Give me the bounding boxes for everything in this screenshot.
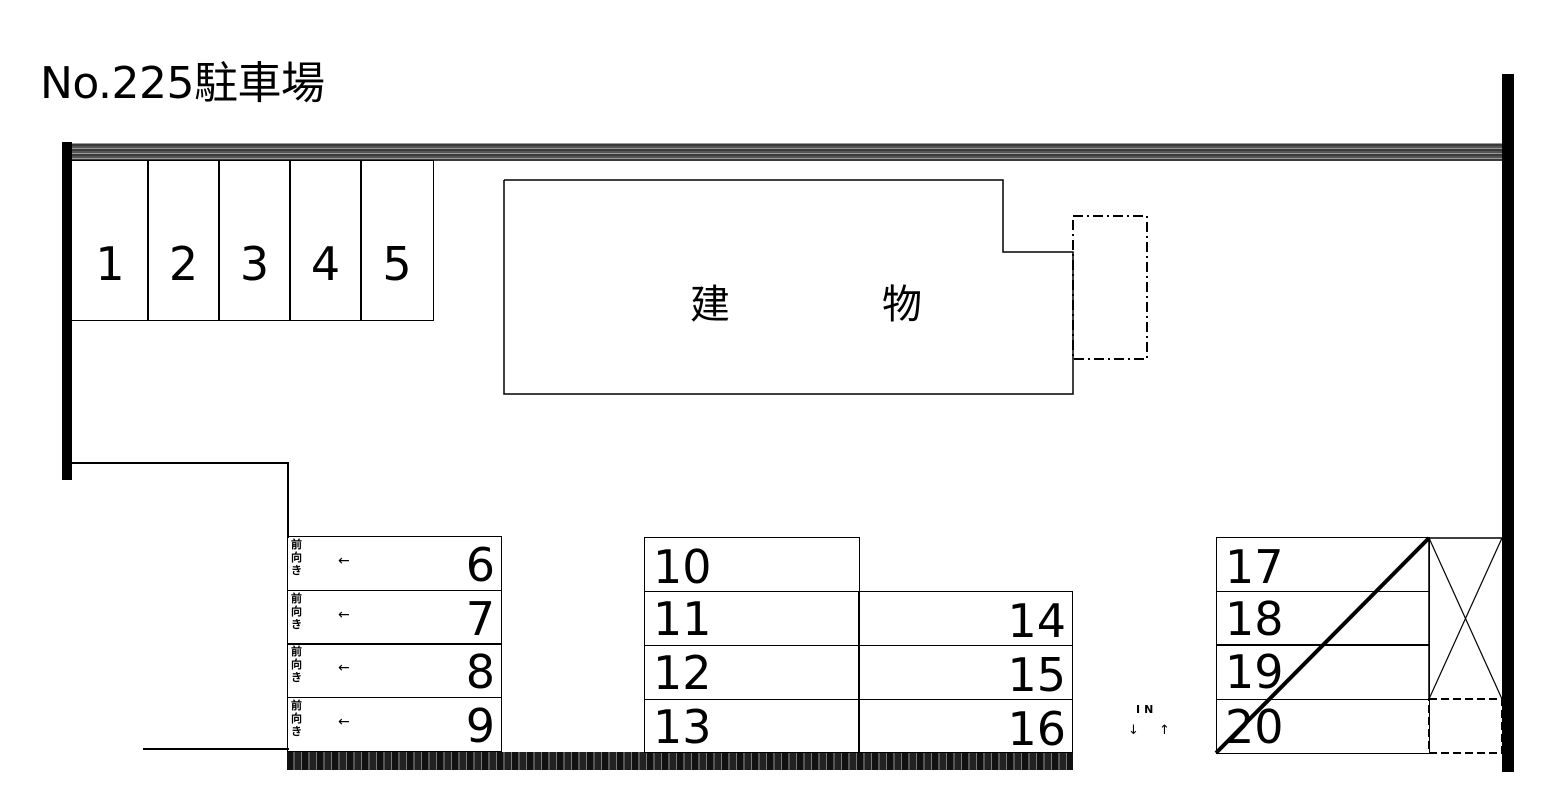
- top-wall: [72, 143, 1504, 161]
- space-number: 12: [653, 646, 712, 700]
- parking-space-4[interactable]: 4: [289, 160, 362, 321]
- left-arrow-icon: ←: [338, 607, 350, 623]
- space-number: 15: [1007, 648, 1066, 702]
- parking-space-9[interactable]: 前 向 き ← 9: [287, 697, 502, 752]
- space-number: 6: [465, 538, 495, 592]
- space-number: 20: [1225, 700, 1284, 754]
- middle-left-spaces: 10 11 12 13: [644, 537, 860, 753]
- space-number: 3: [239, 237, 270, 291]
- left-arrow-icon: ←: [338, 714, 350, 730]
- parking-space-17[interactable]: 17: [1216, 537, 1430, 592]
- bottom-wall: [287, 752, 1073, 770]
- boundary-line: [143, 748, 289, 750]
- left-wall: [62, 142, 72, 480]
- parking-space-19[interactable]: 19: [1216, 644, 1430, 700]
- parking-space-1[interactable]: 1: [72, 160, 149, 321]
- parking-space-7[interactable]: 前 向 き ← 7: [287, 590, 502, 645]
- boundary-line: [72, 462, 289, 464]
- right-column-spaces: 17 18 19 20: [1216, 537, 1430, 754]
- front-facing-label: 前 向 き: [291, 592, 302, 631]
- space-number: 10: [653, 540, 712, 594]
- entrance-arrows-icon: ↓ ↑: [1128, 723, 1178, 738]
- left-arrow-icon: ←: [338, 553, 350, 569]
- parking-space-11[interactable]: 11: [644, 591, 860, 646]
- front-facing-label: 前 向 き: [291, 645, 302, 684]
- parking-space-14[interactable]: 14: [858, 591, 1073, 646]
- boundary-line: [287, 462, 289, 538]
- front-facing-label: 前 向 き: [291, 699, 302, 738]
- space-number: 11: [653, 592, 712, 646]
- space-number: 18: [1225, 592, 1284, 646]
- space-number: 17: [1225, 540, 1284, 594]
- middle-right-spaces: 14 15 16: [858, 591, 1073, 753]
- parking-space-16[interactable]: 16: [858, 699, 1073, 753]
- parking-space-15[interactable]: 15: [858, 645, 1073, 700]
- space-number: 16: [1007, 702, 1066, 756]
- left-column-spaces: 前 向 き ← 6 前 向 き ← 7 前 向 き ← 8 前 向 き ← 9: [287, 536, 502, 752]
- space-number: 9: [465, 699, 495, 753]
- space-number: 14: [1007, 594, 1066, 648]
- space-number: 5: [382, 237, 412, 291]
- space-number: 8: [465, 645, 495, 699]
- building-label: 建 物: [690, 282, 978, 328]
- parking-space-20[interactable]: 20: [1216, 699, 1430, 754]
- parking-space-2[interactable]: 2: [147, 160, 220, 321]
- parking-space-6[interactable]: 前 向 き ← 6: [287, 536, 502, 591]
- space-number: 19: [1225, 645, 1284, 699]
- page-title: No.225駐車場: [40, 58, 325, 109]
- space-number: 4: [310, 237, 341, 291]
- parking-space-3[interactable]: 3: [218, 160, 291, 321]
- front-facing-label: 前 向 き: [291, 538, 302, 577]
- entrance-label: IN: [1136, 703, 1158, 716]
- left-arrow-icon: ←: [338, 660, 350, 676]
- right-wall: [1502, 74, 1514, 772]
- space-number: 7: [465, 592, 495, 646]
- space-number: 1: [95, 237, 125, 291]
- parking-space-10[interactable]: 10: [644, 537, 860, 592]
- parking-space-18[interactable]: 18: [1216, 591, 1430, 646]
- space-number: 13: [653, 700, 712, 754]
- space-number: 2: [168, 237, 199, 291]
- parking-space-8[interactable]: 前 向 き ← 8: [287, 643, 502, 698]
- parking-space-12[interactable]: 12: [644, 645, 860, 700]
- parking-space-5[interactable]: 5: [360, 160, 434, 321]
- top-row-spaces: 1 2 3 4 5: [72, 160, 434, 321]
- parking-space-13[interactable]: 13: [644, 699, 860, 753]
